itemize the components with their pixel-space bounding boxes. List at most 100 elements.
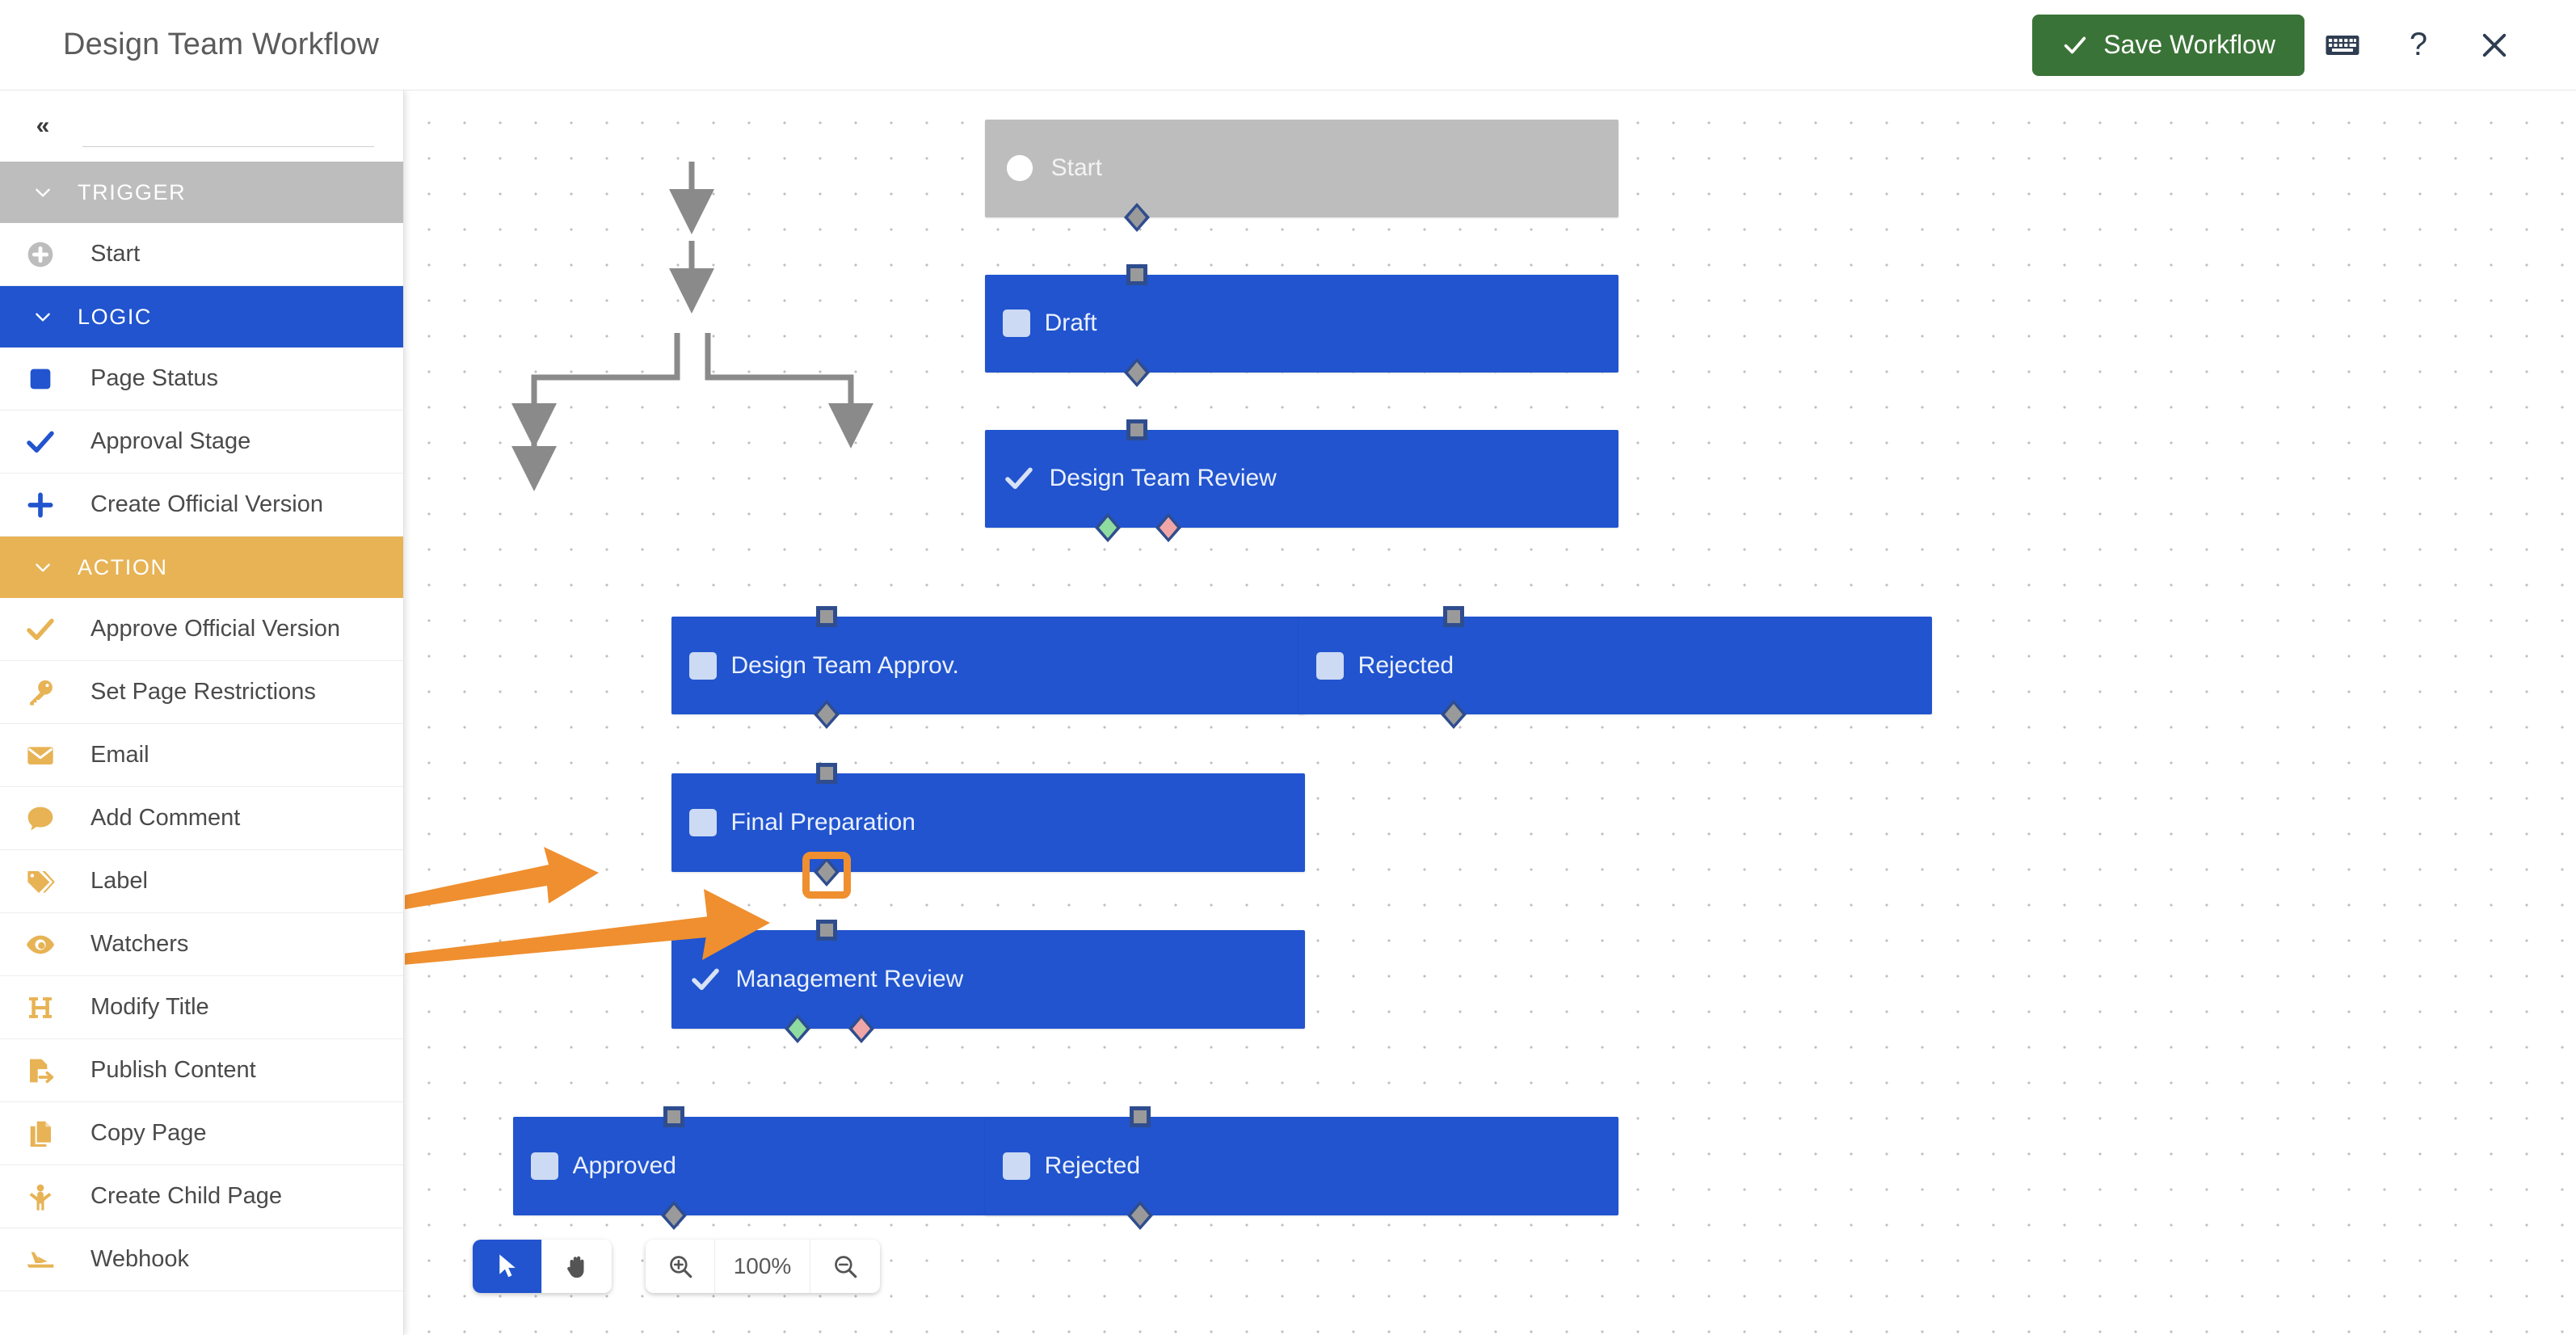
sidebar-item-watchers[interactable]: Watchers — [0, 913, 403, 976]
sidebar-group-label: LOGIC — [78, 305, 152, 330]
check-icon-wrap — [1003, 462, 1035, 495]
check-icon-wrap — [689, 963, 722, 996]
node-mgmtreview[interactable]: Management Review — [671, 930, 1305, 1029]
zoom-level-display[interactable]: 100% — [715, 1240, 810, 1293]
collapse-sidebar-button[interactable]: « — [18, 100, 68, 152]
node-dtr[interactable]: Design Team Review — [985, 430, 1618, 529]
zoom-group: 100% — [646, 1240, 880, 1293]
sidebar-item-modify-title[interactable]: Modify Title — [0, 976, 403, 1039]
eye-icon-wrap — [24, 927, 76, 962]
sidebar-item-start[interactable]: Start — [0, 223, 403, 286]
management-review-reject-port[interactable] — [848, 1014, 874, 1043]
start-output-port[interactable] — [1124, 203, 1150, 232]
rejected-1-input-port[interactable] — [1443, 606, 1464, 627]
sidebar-item-label: Create Official Version — [90, 491, 323, 518]
design-team-review-input-port[interactable] — [1126, 419, 1147, 440]
child-page-icon — [24, 1181, 57, 1213]
heading-icon — [24, 992, 57, 1024]
close-icon — [2477, 28, 2511, 62]
save-workflow-button[interactable]: Save Workflow — [2032, 15, 2305, 76]
square-icon-wrap — [689, 652, 717, 680]
rejected-2-input-port[interactable] — [1130, 1106, 1151, 1127]
search-input[interactable] — [82, 105, 374, 147]
edge-review-approved — [534, 333, 677, 426]
node-start[interactable]: Start — [985, 120, 1618, 218]
copy-icon — [24, 1118, 57, 1150]
sidebar-item-label: Publish Content — [90, 1057, 256, 1084]
approved-input-port[interactable] — [663, 1106, 684, 1127]
sidebar-item-set-page-restrictions[interactable]: Set Page Restrictions — [0, 661, 403, 724]
sidebar-item-add-comment[interactable]: Add Comment — [0, 787, 403, 850]
plus-circle-icon-wrap — [24, 237, 76, 272]
sidebar-item-approve-official-version[interactable]: Approve Official Version — [0, 598, 403, 661]
check-icon — [689, 963, 722, 996]
draft-input-port[interactable] — [1126, 264, 1147, 285]
design-team-approved-input-port[interactable] — [816, 606, 837, 627]
airplane-icon — [24, 1244, 57, 1276]
rejected-2-output-port[interactable] — [1127, 1201, 1153, 1230]
node-rejected2[interactable]: Rejected — [985, 1117, 1618, 1215]
pan-tool-button[interactable] — [542, 1240, 612, 1293]
management-review-approve-port[interactable] — [785, 1014, 810, 1043]
zoom-out-button[interactable] — [810, 1240, 880, 1293]
plus-circle-icon — [24, 238, 57, 271]
square-icon — [1316, 652, 1344, 680]
sidebar-group-label: TRIGGER — [78, 180, 186, 205]
sidebar-group-header-trigger[interactable]: TRIGGER — [0, 162, 403, 223]
design-team-approved-output-port[interactable] — [814, 700, 840, 729]
sidebar-item-page-status[interactable]: Page Status — [0, 347, 403, 411]
node-rejected1[interactable]: Rejected — [1299, 617, 1932, 715]
node-label: Draft — [1045, 310, 1097, 337]
sidebar-item-approval-stage[interactable]: Approval Stage — [0, 411, 403, 474]
check-icon-wrap — [24, 612, 76, 647]
help-button[interactable]: ? — [2380, 15, 2456, 76]
rejected-1-output-port[interactable] — [1441, 700, 1467, 729]
zoom-out-icon — [831, 1253, 859, 1280]
airplane-icon-wrap — [24, 1242, 76, 1278]
sidebar-group-header-logic[interactable]: LOGIC — [0, 286, 403, 347]
select-tool-button[interactable] — [473, 1240, 542, 1293]
draft-output-port[interactable] — [1124, 358, 1150, 387]
comment-icon — [24, 802, 57, 835]
approved-output-port[interactable] — [661, 1201, 687, 1230]
sidebar-item-create-official-version[interactable]: Create Official Version — [0, 474, 403, 537]
port-inner — [1130, 423, 1143, 436]
publish-icon — [24, 1055, 57, 1087]
chevron-down-icon — [32, 557, 53, 578]
management-review-input-port[interactable] — [816, 920, 837, 941]
sidebar-item-copy-page[interactable]: Copy Page — [0, 1102, 403, 1165]
keyboard-shortcuts-button[interactable] — [2305, 15, 2380, 76]
save-workflow-label: Save Workflow — [2103, 30, 2275, 60]
node-label: Final Preparation — [731, 809, 915, 836]
node-label: Management Review — [736, 966, 964, 993]
node-finalprep[interactable]: Final Preparation — [671, 773, 1305, 872]
key-icon-wrap — [24, 675, 76, 710]
workflow-canvas[interactable]: StartDraftDesign Team ReviewDesign Team … — [405, 91, 2576, 1335]
sidebar-item-webhook[interactable]: Webhook — [0, 1228, 403, 1291]
sidebar-item-label: Copy Page — [90, 1120, 207, 1147]
sidebar-item-label: Page Status — [90, 365, 218, 392]
plus-circle-icon-wrap — [1003, 151, 1037, 185]
square-icon-wrap — [24, 361, 76, 397]
sidebar-item-email[interactable]: Email — [0, 724, 403, 787]
node-draft[interactable]: Draft — [985, 275, 1618, 373]
design-team-review-approve-port[interactable] — [1095, 513, 1121, 542]
close-button[interactable] — [2456, 15, 2532, 76]
final-preparation-input-port[interactable] — [816, 763, 837, 784]
port-inner — [1130, 268, 1143, 281]
node-label: Design Team Approv. — [731, 652, 959, 680]
eye-icon — [24, 929, 57, 961]
sidebar-item-label[interactable]: Label — [0, 850, 403, 913]
zoom-in-button[interactable] — [646, 1240, 715, 1293]
port-inner — [1447, 610, 1460, 623]
sidebar-item-create-child-page[interactable]: Create Child Page — [0, 1165, 403, 1228]
plus-icon-wrap — [24, 487, 76, 523]
design-team-review-reject-port[interactable] — [1155, 513, 1181, 542]
sidebar-item-publish-content[interactable]: Publish Content — [0, 1039, 403, 1102]
node-dta[interactable]: Design Team Approv. — [671, 617, 1305, 715]
node-label: Rejected — [1045, 1152, 1140, 1180]
cursor-icon — [495, 1253, 520, 1280]
sidebar-item-label: Set Page Restrictions — [90, 679, 316, 705]
sidebar-item-label: Approve Official Version — [90, 616, 340, 642]
sidebar-group-header-action[interactable]: ACTION — [0, 537, 403, 598]
